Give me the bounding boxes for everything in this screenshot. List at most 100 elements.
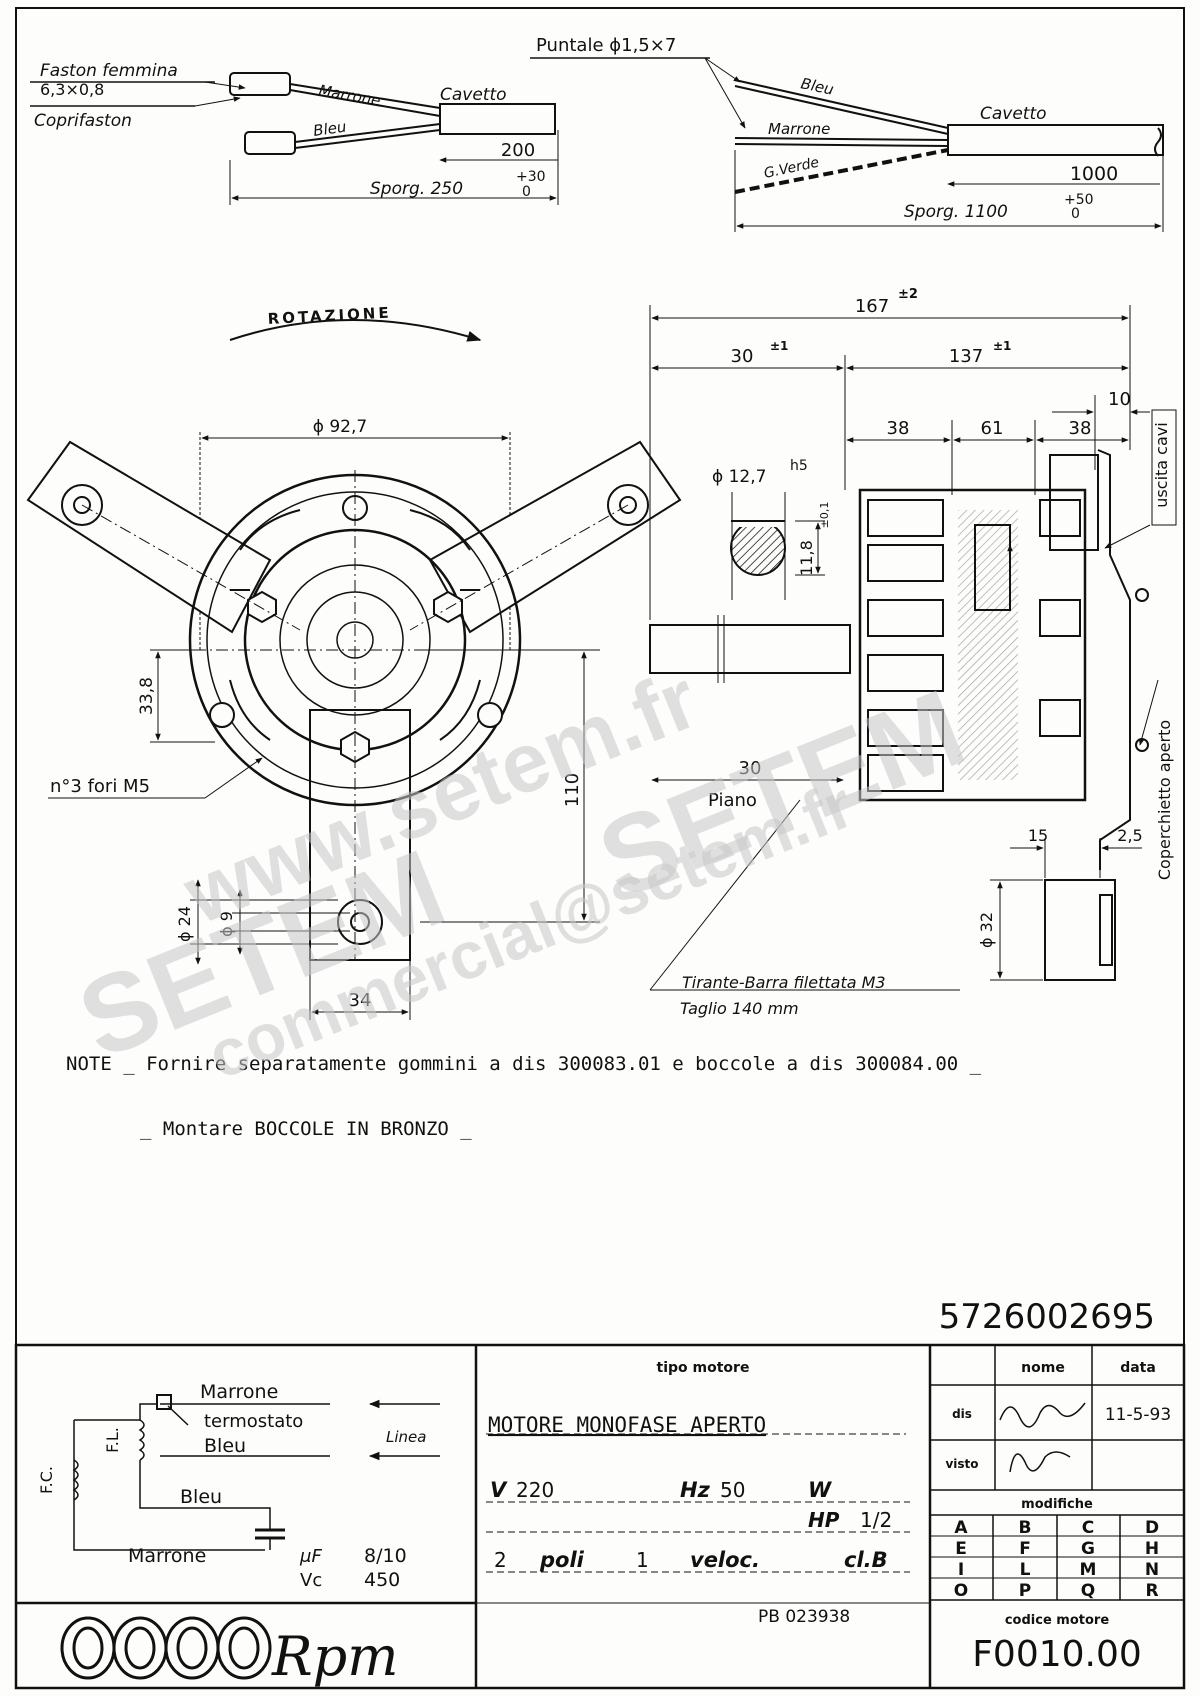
svg-text:A: A bbox=[954, 1518, 968, 1538]
faston-label: Faston femmina bbox=[40, 61, 178, 81]
left-cable-detail: Faston femmina 6,3×0,8 Coprifaston Marro… bbox=[30, 61, 559, 205]
wire-marrone-right-label: Marrone bbox=[768, 120, 830, 138]
dim-61: 61 bbox=[981, 418, 1004, 439]
drawing-date: 11-5-93 bbox=[1105, 1405, 1171, 1425]
fl-label: F.L. bbox=[103, 1427, 122, 1453]
sporg-250-tol-plus: +30 bbox=[516, 169, 546, 185]
svg-text:C: C bbox=[1082, 1518, 1094, 1538]
signature-checker bbox=[1009, 1451, 1071, 1473]
note-line-1: NOTE _ Fornire separatamente gommini a d… bbox=[66, 1053, 982, 1075]
svg-text:P: P bbox=[1019, 1581, 1031, 1601]
svg-text:G: G bbox=[1081, 1539, 1095, 1559]
rpm-logo-text: Rpm bbox=[271, 1625, 398, 1688]
dia-9: ϕ 9 bbox=[217, 911, 236, 937]
codice-label: codice motore bbox=[1005, 1613, 1109, 1628]
dia-24: ϕ 24 bbox=[175, 906, 194, 942]
wire-bleu-mid: Bleu bbox=[180, 1486, 222, 1508]
wire-bleu-top: Bleu bbox=[204, 1435, 246, 1457]
flat-tol: ±0,1 bbox=[818, 502, 831, 529]
svg-text:O: O bbox=[954, 1581, 968, 1601]
bottom-arm bbox=[309, 709, 411, 961]
coperchietto-label: Coperchietto aperto bbox=[1155, 720, 1174, 880]
speed-label: veloc. bbox=[690, 1548, 760, 1572]
dim-30-tol: ±1 bbox=[770, 339, 788, 353]
holes-label: n°3 fori M5 bbox=[50, 776, 150, 797]
poles-count: 2 bbox=[494, 1548, 507, 1572]
svg-text:E: E bbox=[955, 1539, 967, 1559]
length-1000: 1000 bbox=[1070, 163, 1118, 185]
motor-front-view: ROTAZIONE ϕ 92,7 bbox=[26, 304, 682, 1020]
fc-label: F.C. bbox=[37, 1466, 56, 1494]
hz-label: Hz bbox=[680, 1478, 711, 1502]
coil-fl bbox=[138, 1419, 145, 1461]
dia-92-7: ϕ 92,7 bbox=[313, 417, 367, 437]
thermostat-symbol bbox=[156, 1394, 172, 1410]
modifiche-label: modifiche bbox=[1021, 1497, 1093, 1512]
cable-sheath bbox=[439, 103, 556, 135]
motor-side-view: 167 ±2 30 ±1 137 ±1 38 61 38 10 ϕ 12,7 h… bbox=[649, 287, 1177, 1018]
taglio-label: Taglio 140 mm bbox=[680, 999, 799, 1018]
sporg-1100: Sporg. 1100 bbox=[904, 202, 1008, 222]
rpm-logo: Rpm bbox=[60, 1616, 398, 1688]
visto-label: visto bbox=[945, 1457, 978, 1471]
revision-letters: A B C D E F G H I L M N O P Q R bbox=[954, 1518, 1159, 1601]
wire-bleu-label: Bleu bbox=[312, 118, 347, 140]
part-number: 5726002695 bbox=[939, 1297, 1155, 1337]
dim-15: 15 bbox=[1028, 826, 1048, 845]
shaft-fit: h5 bbox=[790, 458, 808, 474]
voltage: 220 bbox=[516, 1478, 554, 1502]
tirante-label: Tirante-Barra filettata M3 bbox=[682, 973, 886, 992]
dim-38-b: 38 bbox=[1069, 418, 1092, 439]
puntale-label: Puntale ϕ1,5×7 bbox=[536, 35, 676, 56]
wire-marrone-bottom: Marrone bbox=[128, 1545, 206, 1567]
horsepower: 1/2 bbox=[860, 1508, 892, 1532]
cable-sheath-right bbox=[947, 124, 1164, 156]
tipo-motore-label: tipo motore bbox=[657, 1360, 750, 1376]
speed-count: 1 bbox=[636, 1548, 649, 1572]
flat-len-30: 30 bbox=[739, 758, 762, 779]
dim-34: 34 bbox=[349, 990, 372, 1011]
insulation-class: cl.B bbox=[844, 1548, 888, 1572]
faston-connector-bottom bbox=[244, 131, 296, 155]
shaft-dia: ϕ 12,7 bbox=[712, 467, 766, 487]
codice-motore: F0010.00 bbox=[972, 1634, 1142, 1675]
dim-10: 10 bbox=[1108, 389, 1131, 410]
motor-name: MOTORE MONOFASE APERTO bbox=[488, 1413, 766, 1437]
piano-label: Piano bbox=[708, 790, 757, 811]
svg-text:H: H bbox=[1145, 1539, 1159, 1559]
cavetto-label: Cavetto bbox=[440, 85, 507, 105]
title-block: nome data dis visto 11-5-93 modifiche A … bbox=[14, 1343, 1186, 1690]
shaft-section bbox=[730, 520, 786, 576]
flat-11-8: 11,8 bbox=[797, 540, 816, 576]
dis-label: dis bbox=[952, 1407, 972, 1421]
nome-header: nome bbox=[1021, 1360, 1065, 1376]
faston-size-label: 6,3×0,8 bbox=[40, 80, 104, 99]
wire-marrone-top: Marrone bbox=[200, 1381, 278, 1403]
signature-drafter bbox=[999, 1402, 1086, 1428]
uf-label: μF bbox=[299, 1546, 322, 1567]
sporg-250-tol-minus: 0 bbox=[522, 184, 531, 200]
svg-text:R: R bbox=[1145, 1581, 1158, 1601]
dim-2-5: 2,5 bbox=[1117, 826, 1142, 845]
note-line-2: _ Montare BOCCOLE IN BRONZO _ bbox=[140, 1118, 472, 1140]
svg-text:L: L bbox=[1020, 1560, 1031, 1580]
coil-fc bbox=[72, 1459, 79, 1501]
sporg-1100-tol-minus: 0 bbox=[1071, 206, 1080, 222]
length-200: 200 bbox=[501, 140, 535, 161]
dim-167-tol: ±2 bbox=[898, 287, 918, 302]
v-label: V bbox=[490, 1478, 508, 1502]
dim-137-tol: ±1 bbox=[993, 339, 1011, 353]
svg-text:F: F bbox=[1019, 1539, 1031, 1559]
cap-detail bbox=[1044, 879, 1116, 981]
dim-38-a: 38 bbox=[887, 418, 910, 439]
sporg-1100-tol-plus: +50 bbox=[1064, 192, 1094, 208]
vc-label: Vc bbox=[300, 1570, 322, 1591]
faston-connector-top bbox=[229, 72, 291, 96]
dim-167: 167 bbox=[855, 296, 889, 317]
wiring-diagram: Marrone termostato Bleu Linea F.L. F.C. … bbox=[37, 1381, 440, 1591]
cap-voltage: 450 bbox=[364, 1569, 400, 1591]
dim-33-8: 33,8 bbox=[137, 677, 157, 715]
capacitance: 8/10 bbox=[364, 1545, 407, 1567]
uscita-cavi-label: uscita cavi bbox=[1152, 422, 1171, 507]
